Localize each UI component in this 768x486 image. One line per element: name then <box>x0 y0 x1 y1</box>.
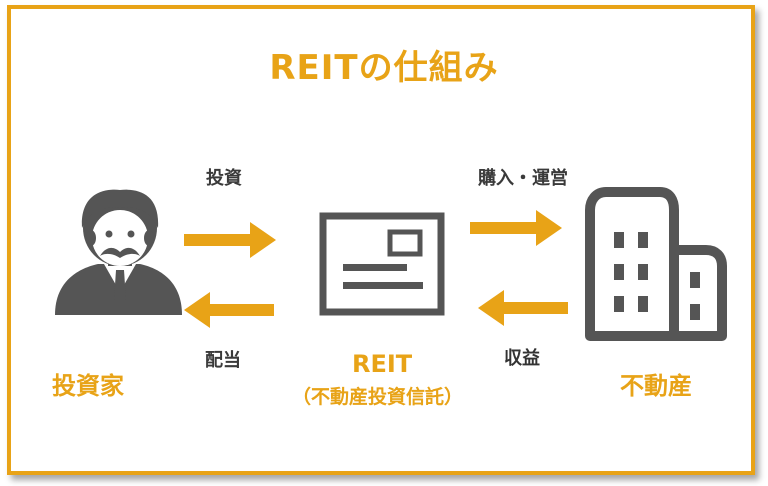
building-icon <box>585 187 727 341</box>
label-dividend: 配当 <box>205 350 241 371</box>
arrow-purchase <box>470 210 562 246</box>
label-invest: 投資 <box>206 168 242 189</box>
arrow-invest <box>184 222 276 258</box>
label-revenue: 収益 <box>504 348 540 369</box>
label-reit: REIT <box>352 350 413 378</box>
investor-icon <box>55 189 182 315</box>
diagram-title: REITの仕組み <box>269 48 499 88</box>
arrow-revenue <box>478 290 568 326</box>
label-reit-subtitle: （不動産投資信託） <box>292 386 464 408</box>
label-purchase: 購入・運営 <box>478 168 568 189</box>
arrow-dividend <box>184 292 274 328</box>
certificate-icon <box>319 212 445 316</box>
label-investor: 投資家 <box>52 372 124 400</box>
label-real-estate: 不動産 <box>620 372 692 400</box>
